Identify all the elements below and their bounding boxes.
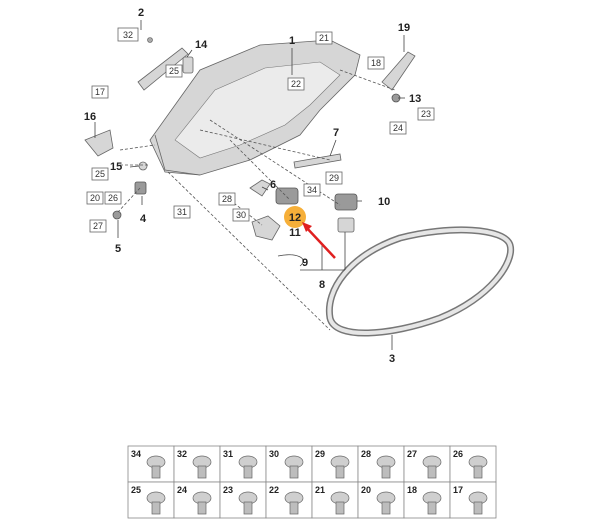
- fastener-shaft-icon: [427, 465, 437, 479]
- grid-cell-number: 30: [269, 449, 279, 459]
- boxed-labels: 32 25 21 22 18 23 24 17 25 20 26 27 31 2…: [86, 27, 435, 233]
- fastener-shaft-icon: [427, 501, 437, 515]
- label-14: 14: [195, 39, 208, 51]
- part-16-shape: [84, 129, 114, 157]
- grid-cell-number: 20: [361, 485, 371, 495]
- strut-part-7: [293, 153, 342, 169]
- box-label-25b: 25: [95, 169, 105, 179]
- label-12: 12: [289, 212, 301, 224]
- dashed-guides: [117, 69, 396, 331]
- part-14-shape: [182, 56, 194, 74]
- part-6-shape: [249, 179, 271, 197]
- box-label-18: 18: [371, 58, 381, 68]
- label-19: 19: [398, 22, 410, 34]
- fastener-shaft-icon: [473, 465, 483, 479]
- box-label-32: 32: [123, 30, 133, 40]
- box-label-34: 34: [307, 185, 317, 195]
- part-10-shape: [334, 193, 358, 211]
- box-label-27: 27: [93, 221, 103, 231]
- grid-cell-number: 18: [407, 485, 417, 495]
- box-label-21: 21: [319, 33, 329, 43]
- label-1: 1: [289, 35, 295, 47]
- fastener-shaft-icon: [473, 501, 483, 515]
- label-2: 2: [138, 7, 144, 19]
- part-27-shape: [112, 210, 122, 220]
- seal-part-3: [325, 226, 515, 337]
- part-30-shape: [251, 215, 281, 241]
- fastener-shaft-icon: [243, 465, 253, 479]
- fastener-shaft-icon: [335, 465, 345, 479]
- box-label-24: 24: [393, 123, 403, 133]
- label-11: 11: [289, 227, 301, 239]
- box-label-22: 22: [291, 79, 301, 89]
- highlight-callout: [284, 206, 336, 259]
- box-label-23: 23: [421, 109, 431, 119]
- part-11-shape: [337, 217, 355, 233]
- label-5: 5: [115, 243, 121, 255]
- fastener-shaft-icon: [151, 501, 161, 515]
- grid-cell-number: 28: [361, 449, 371, 459]
- part-34-shape: [275, 187, 299, 205]
- grid-cell-number: 26: [453, 449, 463, 459]
- fastener-shaft-icon: [381, 465, 391, 479]
- label-4: 4: [140, 213, 147, 225]
- box-label-17: 17: [95, 87, 105, 97]
- part-26-shape: [134, 181, 147, 195]
- fastener-shaft-icon: [243, 501, 253, 515]
- tailgate-frame: [149, 39, 361, 176]
- part-19-shape: [381, 51, 416, 91]
- box-label-28: 28: [222, 194, 232, 204]
- label-9: 9: [302, 257, 308, 269]
- part-15-shape: [138, 161, 148, 171]
- fastener-shaft-icon: [197, 465, 207, 479]
- grid-cell-number: 17: [453, 485, 463, 495]
- label-7: 7: [333, 127, 339, 139]
- box-label-31: 31: [177, 207, 187, 217]
- label-15: 15: [110, 161, 122, 173]
- grid-cell-number: 27: [407, 449, 417, 459]
- grid-cell-number: 23: [223, 485, 233, 495]
- fastener-shaft-icon: [289, 465, 299, 479]
- hinge-part-2: [137, 37, 189, 91]
- box-label-20: 20: [90, 193, 100, 203]
- grid-cell-number: 22: [269, 485, 279, 495]
- label-8: 8: [319, 279, 325, 291]
- box-label-25: 25: [169, 66, 179, 76]
- fastener-shaft-icon: [381, 501, 391, 515]
- grid-cell-number: 34: [131, 449, 141, 459]
- label-10: 10: [378, 196, 390, 208]
- fastener-reference-grid: 34 32 31 30 29 28 27 26 25 24 23 22 21 20 18 17: [127, 445, 497, 519]
- grid-cell-number: 25: [131, 485, 141, 495]
- fastener-shaft-icon: [151, 465, 161, 479]
- label-3: 3: [389, 353, 395, 365]
- grid-cell-number: 24: [177, 485, 187, 495]
- label-16: 16: [84, 111, 96, 123]
- fastener-shaft-icon: [197, 501, 207, 515]
- label-13: 13: [409, 93, 421, 105]
- grid-cell-number: 29: [315, 449, 325, 459]
- box-label-30: 30: [236, 210, 246, 220]
- grid-cell-number: 32: [177, 449, 187, 459]
- grid-cell-number: 21: [315, 485, 325, 495]
- box-label-29: 29: [329, 173, 339, 183]
- label-6: 6: [270, 179, 276, 191]
- grid-cell-number: 31: [223, 449, 233, 459]
- fastener-shaft-icon: [289, 501, 299, 515]
- box-label-26: 26: [108, 193, 118, 203]
- leader-lines: [94, 20, 405, 350]
- fastener-shaft-icon: [335, 501, 345, 515]
- part-9-cable: [277, 254, 304, 267]
